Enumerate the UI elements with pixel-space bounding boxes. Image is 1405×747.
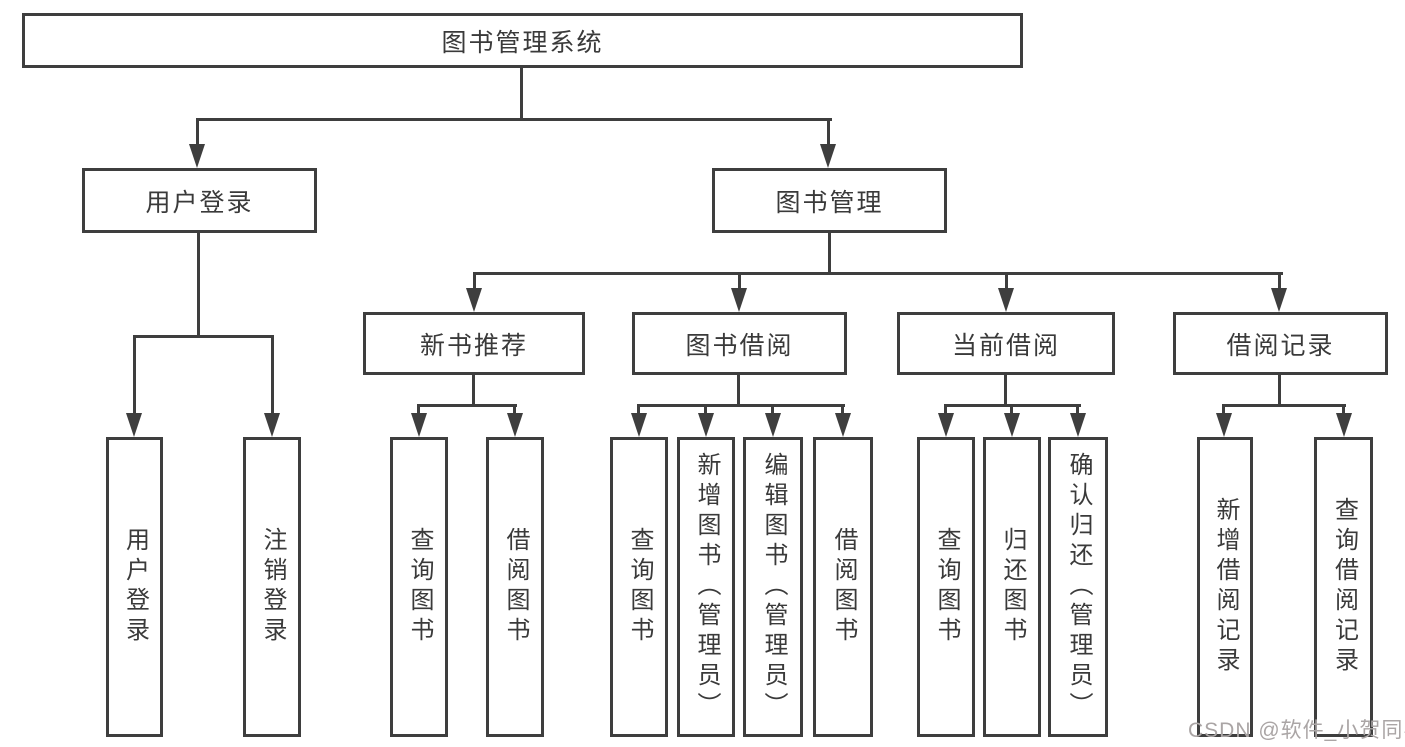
arrowhead	[765, 413, 781, 437]
leaf-add-borrow-record: 新增借阅记录	[1197, 437, 1253, 737]
leaf-recommend-borrow-book: 借阅图书	[486, 437, 544, 737]
node-label: 图书借阅	[685, 331, 794, 360]
node-borrowing-records: 借阅记录	[1173, 312, 1388, 375]
connector-drop	[1010, 404, 1013, 418]
leaf-recommend-query-book: 查询图书	[390, 437, 448, 737]
leaf-user-login: 用户登录	[106, 437, 163, 737]
connector-drop-user-login	[196, 118, 199, 148]
arrowhead	[938, 413, 954, 437]
connector-drop-login-leaf	[133, 335, 136, 415]
connector-current-borrow-stem	[1004, 375, 1007, 407]
connector-drop-current-borrow	[1005, 272, 1008, 290]
node-label: 查询图书	[933, 527, 960, 647]
connector-drop	[1342, 404, 1345, 418]
connector-user-login-rail	[133, 335, 274, 338]
connector-new-books-rail	[417, 404, 517, 407]
connector-level3-rail	[473, 272, 1283, 275]
watermark: CSDN @软件_小贺同学	[1188, 719, 1405, 742]
node-new-book-recommend: 新书推荐	[363, 312, 585, 375]
arrowhead	[698, 413, 714, 437]
node-label: 查询图书	[626, 527, 653, 647]
connector-drop-book-borrow	[738, 272, 741, 290]
leaf-edit-book-admin: 编辑图书（管理员）	[743, 437, 803, 737]
node-label: 查询借阅记录	[1330, 497, 1358, 677]
leaf-confirm-return-admin: 确认归还（管理员）	[1048, 437, 1108, 737]
node-label: 查询图书	[406, 527, 433, 647]
connector-level2-rail	[196, 118, 832, 121]
node-label: 借阅图书	[502, 527, 529, 647]
arrowhead	[1070, 413, 1086, 437]
leaf-return-book: 归还图书	[983, 437, 1041, 737]
connector-user-login-stem	[197, 233, 200, 338]
arrowhead-book-mgmt	[820, 144, 836, 168]
connector-drop	[1076, 404, 1079, 418]
connector-drop	[513, 404, 516, 418]
connector-book-borrow-stem	[737, 375, 740, 407]
connector-drop	[944, 404, 947, 418]
arrowhead	[1216, 413, 1232, 437]
node-root-system: 图书管理系统	[22, 13, 1023, 68]
arrowhead	[835, 413, 851, 437]
arrowhead	[1336, 413, 1352, 437]
arrowhead-new-books	[466, 288, 482, 312]
node-label: 确认归还（管理员）	[1065, 452, 1092, 722]
connector-book-borrow-rail	[637, 404, 845, 407]
arrowhead-login-leaf	[126, 413, 142, 437]
node-label: 归还图书	[999, 527, 1026, 647]
arrowhead	[411, 413, 427, 437]
connector-drop	[417, 404, 420, 418]
connector-book-mgmt-stem	[828, 233, 831, 275]
node-label: 借阅记录	[1226, 331, 1335, 360]
node-book-borrowing: 图书借阅	[632, 312, 847, 375]
arrowhead	[1004, 413, 1020, 437]
arrowhead	[631, 413, 647, 437]
connector-drop	[637, 404, 640, 418]
connector-drop-logout-leaf	[271, 335, 274, 415]
node-label: 图书管理系统	[441, 28, 604, 57]
connector-drop	[841, 404, 844, 418]
node-label: 注销登录	[259, 527, 286, 647]
connector-drop-new-books	[473, 272, 476, 290]
arrowhead-user-login	[189, 144, 205, 168]
node-label: 用户登录	[121, 527, 149, 647]
node-label: 新书推荐	[419, 331, 528, 360]
connector-drop-book-mgmt	[827, 118, 830, 148]
connector-drop	[704, 404, 707, 418]
connector-drop-borrow-records	[1278, 272, 1281, 290]
node-label: 借阅图书	[830, 527, 857, 647]
node-user-login: 用户登录	[82, 168, 317, 233]
leaf-borrow-book: 借阅图书	[813, 437, 873, 737]
leaf-add-book-admin: 新增图书（管理员）	[677, 437, 735, 737]
connector-drop	[1222, 404, 1225, 418]
connector-root-stem	[520, 68, 523, 119]
arrowhead-borrow-records	[1271, 288, 1287, 312]
node-label: 新增借阅记录	[1212, 497, 1239, 677]
node-label: 新增图书（管理员）	[693, 452, 720, 722]
connector-records-rail	[1222, 404, 1346, 407]
leaf-logout: 注销登录	[243, 437, 301, 737]
arrowhead	[507, 413, 523, 437]
connector-records-stem	[1278, 375, 1281, 407]
node-label: 用户登录	[145, 188, 254, 217]
node-label: 编辑图书（管理员）	[760, 452, 787, 722]
node-current-borrowing: 当前借阅	[897, 312, 1115, 375]
arrowhead-current-borrow	[998, 288, 1014, 312]
leaf-current-query-book: 查询图书	[917, 437, 975, 737]
leaf-query-borrow-record: 查询借阅记录	[1314, 437, 1373, 737]
node-label: 图书管理	[775, 188, 884, 217]
node-label: 当前借阅	[951, 331, 1060, 360]
arrowhead-book-borrow	[731, 288, 747, 312]
leaf-borrow-query-book: 查询图书	[610, 437, 668, 737]
connector-new-books-stem	[472, 375, 475, 407]
node-book-management: 图书管理	[712, 168, 947, 233]
connector-drop	[771, 404, 774, 418]
arrowhead-logout-leaf	[264, 413, 280, 437]
